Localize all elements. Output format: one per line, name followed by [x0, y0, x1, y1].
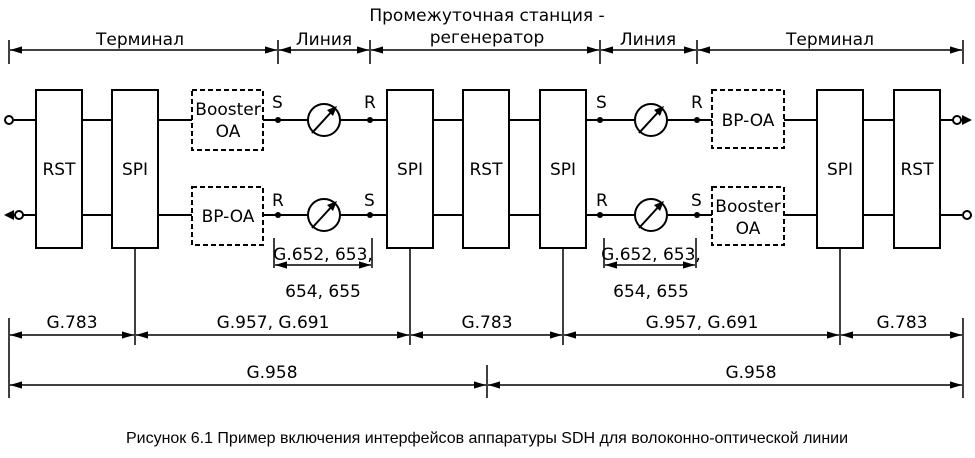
rst-label: RST: [901, 160, 935, 180]
port-point: [367, 117, 373, 123]
port-point: [275, 212, 281, 218]
booster-label: Booster: [195, 100, 260, 120]
rst-label: RST: [43, 160, 77, 180]
standard-g957-g691-label: G.957, G.691: [646, 313, 759, 333]
booster-oa-block: [711, 186, 785, 246]
oa-label: OA: [216, 122, 241, 142]
header-dimensions: [8, 40, 964, 64]
port-point: [694, 212, 700, 218]
input-terminal-circle: [962, 210, 972, 220]
rst-block: [462, 89, 510, 249]
port-r-label: R: [596, 191, 608, 211]
fiber-section-left: S R R S G.652, 653, 654, 655: [272, 93, 376, 302]
port-point: [597, 117, 603, 123]
fiber-meter-icon: [307, 198, 341, 232]
fiber-meter-icon: [634, 103, 668, 137]
standard-g958-label: G.958: [246, 363, 297, 383]
station-label-line2: регенератор: [430, 28, 545, 48]
rst-label: RST: [470, 160, 504, 180]
fiber-standards-line1: G.652, 653,: [601, 245, 701, 265]
port-s-label: S: [596, 93, 607, 113]
line-right-label: Линия: [620, 30, 676, 50]
bp-oa-label: BP-OA: [202, 207, 255, 227]
standard-g783-label: G.783: [46, 313, 97, 333]
bp-oa-block: [191, 186, 264, 246]
spi-label: SPI: [397, 160, 423, 180]
booster-label: Booster: [715, 197, 780, 217]
booster-oa-block: [191, 89, 264, 151]
output-arrow-icon: [4, 210, 14, 220]
figure-caption: Рисунок 6.1 Пример включения интерфейсов…: [126, 430, 848, 447]
fiber-standards-line2: 654, 655: [613, 282, 689, 302]
station-label-line1: Промежуточная станция -: [369, 6, 604, 26]
port-point: [597, 212, 603, 218]
standard-g957-g691-label: G.957, G.691: [217, 313, 330, 333]
terminal-left-label: Терминал: [95, 30, 184, 50]
port-r-label: R: [691, 93, 703, 113]
right-terminal: BP-OA Booster OA SPI RST: [711, 89, 941, 249]
standard-g783-label: G.783: [876, 313, 927, 333]
spi-label: SPI: [550, 160, 576, 180]
spi-label: SPI: [827, 160, 853, 180]
port-s-label: S: [691, 191, 702, 211]
input-terminal-circle: [4, 115, 14, 125]
fiber-standards-line2: 654, 655: [285, 282, 361, 302]
fiber-section-right: S R R S G.652, 653, 654, 655: [596, 93, 703, 302]
oa-label: OA: [736, 219, 761, 239]
rst-block: [35, 89, 83, 249]
rst-block: [893, 89, 941, 249]
port-r-label: R: [272, 191, 284, 211]
spi-label: SPI: [122, 160, 148, 180]
output-arrow-icon: [962, 115, 972, 125]
fiber-meter-icon: [634, 198, 668, 232]
left-terminal: RST SPI Booster OA BP-OA: [35, 89, 264, 249]
spi-block: [816, 89, 864, 249]
terminal-right-label: Терминал: [785, 30, 874, 50]
regenerator-station: SPI RST SPI: [386, 89, 587, 249]
bp-oa-label: BP-OA: [722, 111, 775, 131]
line-left-label: Линия: [296, 30, 352, 50]
spi-block: [386, 89, 434, 249]
fiber-standards-line1: G.652, 653,: [273, 245, 373, 265]
standard-g783-label: G.783: [461, 313, 512, 333]
bp-oa-block: [711, 89, 785, 149]
spi-block: [539, 89, 587, 249]
standard-g958-label: G.958: [725, 363, 776, 383]
port-s-label: S: [364, 191, 375, 211]
port-r-label: R: [364, 93, 376, 113]
fiber-meter-icon: [307, 103, 341, 137]
port-s-label: S: [272, 93, 283, 113]
port-point: [275, 117, 281, 123]
standards-row-2: [9, 365, 962, 398]
port-point: [694, 117, 700, 123]
port-point: [367, 212, 373, 218]
standards-row-1: [8, 248, 964, 398]
